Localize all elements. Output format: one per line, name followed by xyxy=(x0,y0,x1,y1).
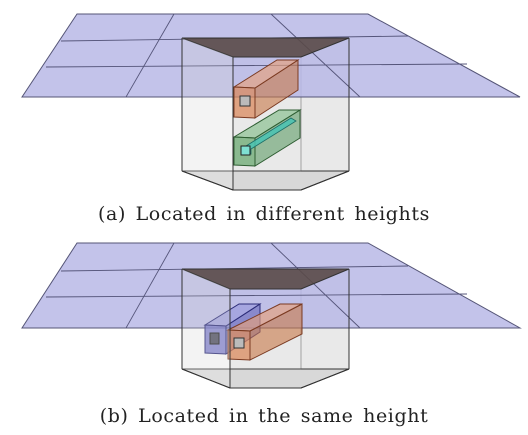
caption-b: (b) Located in the same height xyxy=(99,405,429,427)
slab-opening xyxy=(181,37,350,58)
slab-grid-line xyxy=(125,13,175,98)
slab-grid-line xyxy=(270,242,361,329)
volume-edge xyxy=(300,368,350,389)
slab-grid-line xyxy=(45,63,468,68)
teal-pipe-core xyxy=(240,145,251,156)
orange-duct-core xyxy=(233,337,245,349)
orange-duct-core xyxy=(239,95,251,107)
panel-b: (b) Located in the same height xyxy=(0,232,528,435)
volume-front-left-face xyxy=(182,38,233,190)
volume-edge xyxy=(300,170,350,191)
caption-a: (a) Located in different heights xyxy=(98,203,430,225)
panel-a: (a) Located in different heights xyxy=(21,13,521,225)
blue-duct-core xyxy=(209,332,220,345)
slab-grid-line xyxy=(125,242,175,329)
scene-same-height xyxy=(21,242,522,389)
scene-different-heights xyxy=(21,13,521,191)
volume-edge xyxy=(181,170,234,191)
volume-front-left-face xyxy=(182,269,230,388)
slab-opening xyxy=(181,268,350,290)
slab-grid-line xyxy=(270,13,361,98)
slab-grid-line xyxy=(45,293,468,298)
volume-edge xyxy=(181,368,231,389)
